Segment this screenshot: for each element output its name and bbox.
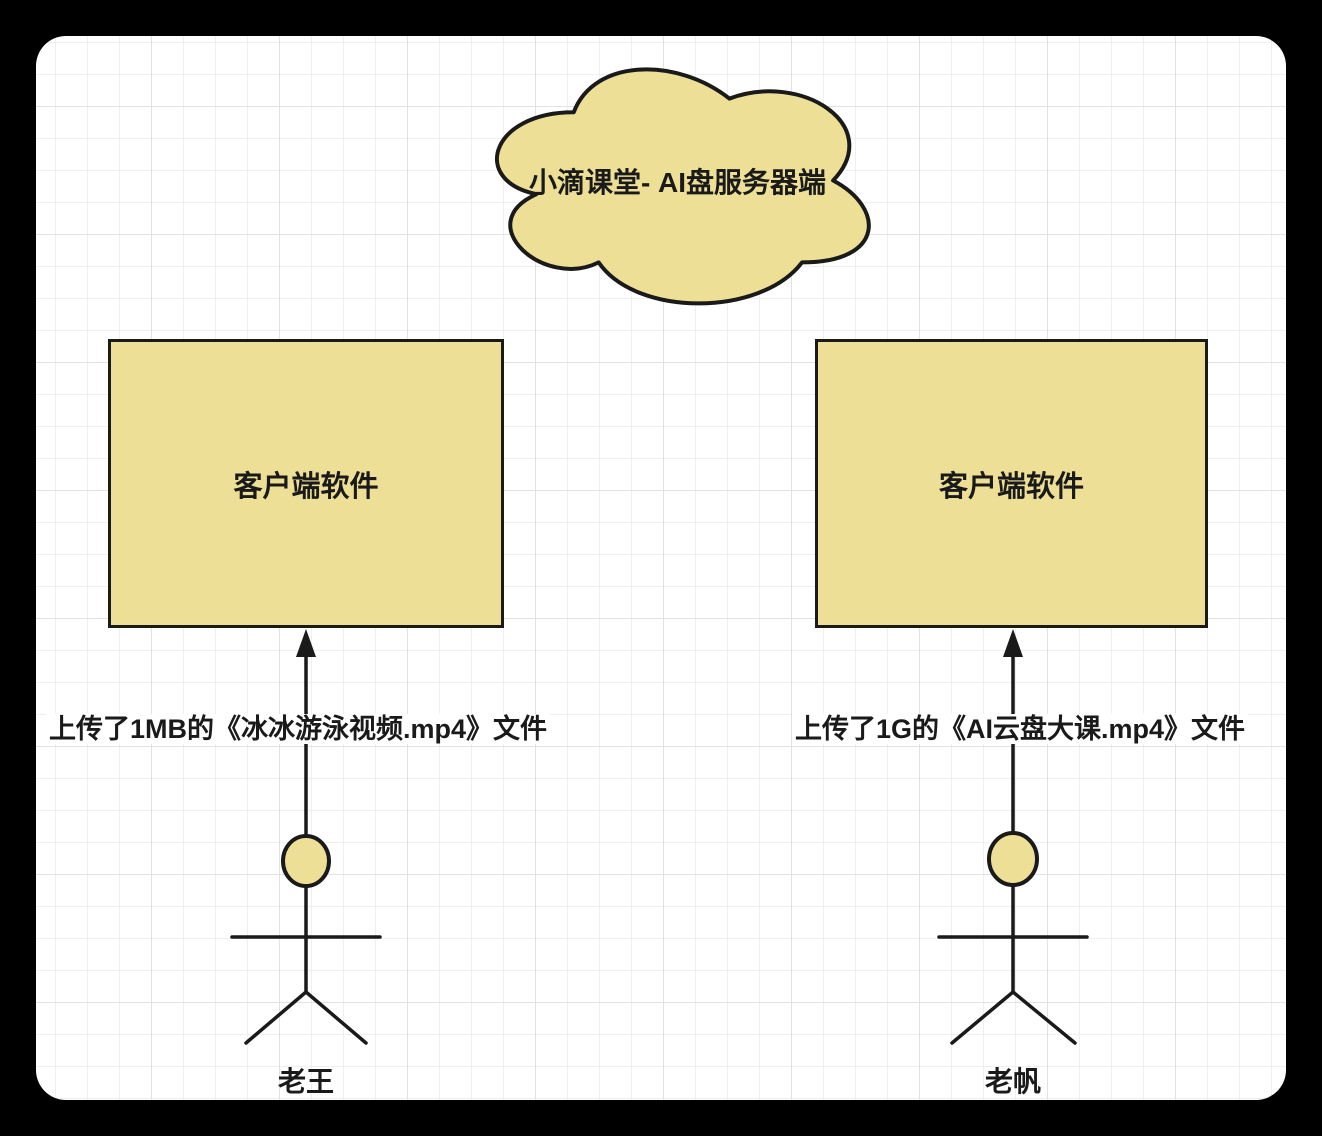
actor-name-left: 老王 [278, 1060, 334, 1100]
actor-name-right-text: 老帆 [984, 1066, 1042, 1097]
server-cloud-label-text: 小滴课堂- AI盘服务器端 [528, 166, 827, 198]
client-box-left: 客户端软件 [108, 339, 504, 628]
client-box-left-label: 客户端软件 [233, 470, 379, 503]
actor-name-right: 老帆 [985, 1060, 1041, 1100]
server-cloud-label: 小滴课堂- AI盘服务器端 [470, 44, 885, 317]
upload-label-right-text: 上传了1G的《AI云盘大课.mp4》文件 [791, 714, 1249, 744]
client-box-right-label: 客户端软件 [938, 470, 1084, 503]
upload-label-right: 上传了1G的《AI云盘大课.mp4》文件 [791, 711, 1249, 747]
client-box-right: 客户端软件 [815, 339, 1208, 628]
upload-label-left: 上传了1MB的《冰冰游泳视频.mp4》文件 [45, 711, 551, 747]
upload-label-left-text: 上传了1MB的《冰冰游泳视频.mp4》文件 [45, 714, 551, 744]
actor-name-left-text: 老王 [277, 1066, 335, 1097]
